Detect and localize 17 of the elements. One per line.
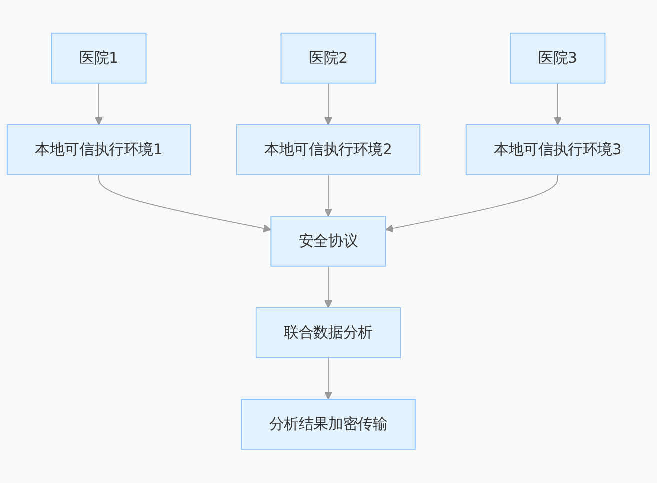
- arrow: [324, 358, 333, 400]
- node-box: 分析结果加密传输: [241, 399, 416, 450]
- node-box: 联合数据分析: [256, 308, 402, 358]
- arrow: [324, 266, 333, 308]
- node-box: 本地可信执行环境3: [466, 124, 650, 176]
- arrow: [324, 82, 333, 126]
- node-box: 安全协议: [270, 216, 386, 267]
- node-box: 医院2: [280, 33, 376, 84]
- arrow: [98, 174, 272, 233]
- node-box: 本地可信执行环境2: [236, 124, 421, 176]
- node-box: 医院3: [510, 33, 606, 84]
- arrow: [324, 174, 333, 217]
- arrow: [94, 82, 104, 126]
- arrow: [385, 174, 558, 233]
- node-box: 医院1: [51, 33, 147, 84]
- arrow: [554, 82, 562, 126]
- node-box: 本地可信执行环境1: [6, 124, 192, 176]
